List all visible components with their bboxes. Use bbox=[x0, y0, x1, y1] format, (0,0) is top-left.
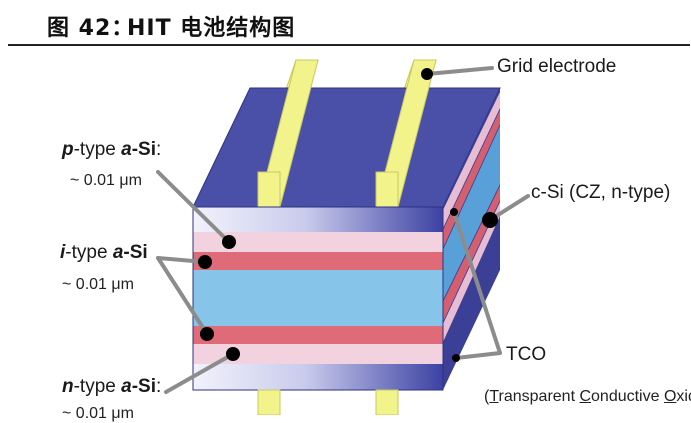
marker-c-si bbox=[482, 212, 498, 228]
front-tco-top bbox=[193, 207, 443, 232]
markers bbox=[198, 68, 498, 362]
label-grid-electrode: Grid electrode bbox=[497, 56, 617, 77]
front-i-layer-top bbox=[193, 252, 443, 270]
grid-finger-1 bbox=[257, 59, 319, 208]
title-divider bbox=[8, 44, 690, 46]
front-tco-bottom bbox=[193, 364, 443, 390]
front-i-layer-bottom bbox=[193, 326, 443, 344]
marker-n-type bbox=[226, 347, 240, 361]
label-n-type: n-type a-Si: bbox=[62, 376, 162, 397]
label-p-type: p-type a-Si: bbox=[62, 139, 162, 160]
label-tco: TCO bbox=[506, 344, 547, 365]
marker-tco-top bbox=[450, 208, 458, 216]
label-c-si: c-Si (CZ, n-type) bbox=[531, 182, 671, 203]
figure-title: 图 42： HIT 电池结构图 bbox=[0, 0, 691, 44]
marker-grid bbox=[421, 68, 433, 80]
marker-i-top bbox=[198, 255, 212, 269]
bottom-finger-1 bbox=[257, 389, 281, 415]
label-p-thickness: ~ 0.01 μm bbox=[70, 172, 142, 189]
front-n-layer bbox=[193, 344, 443, 364]
figure-number: 图 42： bbox=[47, 16, 135, 41]
label-i-thickness: ~ 0.01 μm bbox=[62, 276, 134, 293]
marker-i-bottom bbox=[200, 327, 214, 341]
label-i-type: i-type a-Si bbox=[60, 242, 148, 263]
front-p-layer bbox=[193, 232, 443, 252]
label-n-thickness: ~ 0.01 μm bbox=[62, 405, 134, 422]
marker-p-type bbox=[222, 235, 236, 249]
front-c-si bbox=[193, 270, 443, 326]
label-tco-full: (Transparent Conductive Oxide) bbox=[484, 388, 691, 405]
leader-lines bbox=[156, 66, 530, 394]
marker-tco-bottom bbox=[452, 354, 460, 362]
figure-caption: HIT 电池结构图 bbox=[127, 16, 296, 41]
bottom-finger-2 bbox=[375, 389, 399, 415]
